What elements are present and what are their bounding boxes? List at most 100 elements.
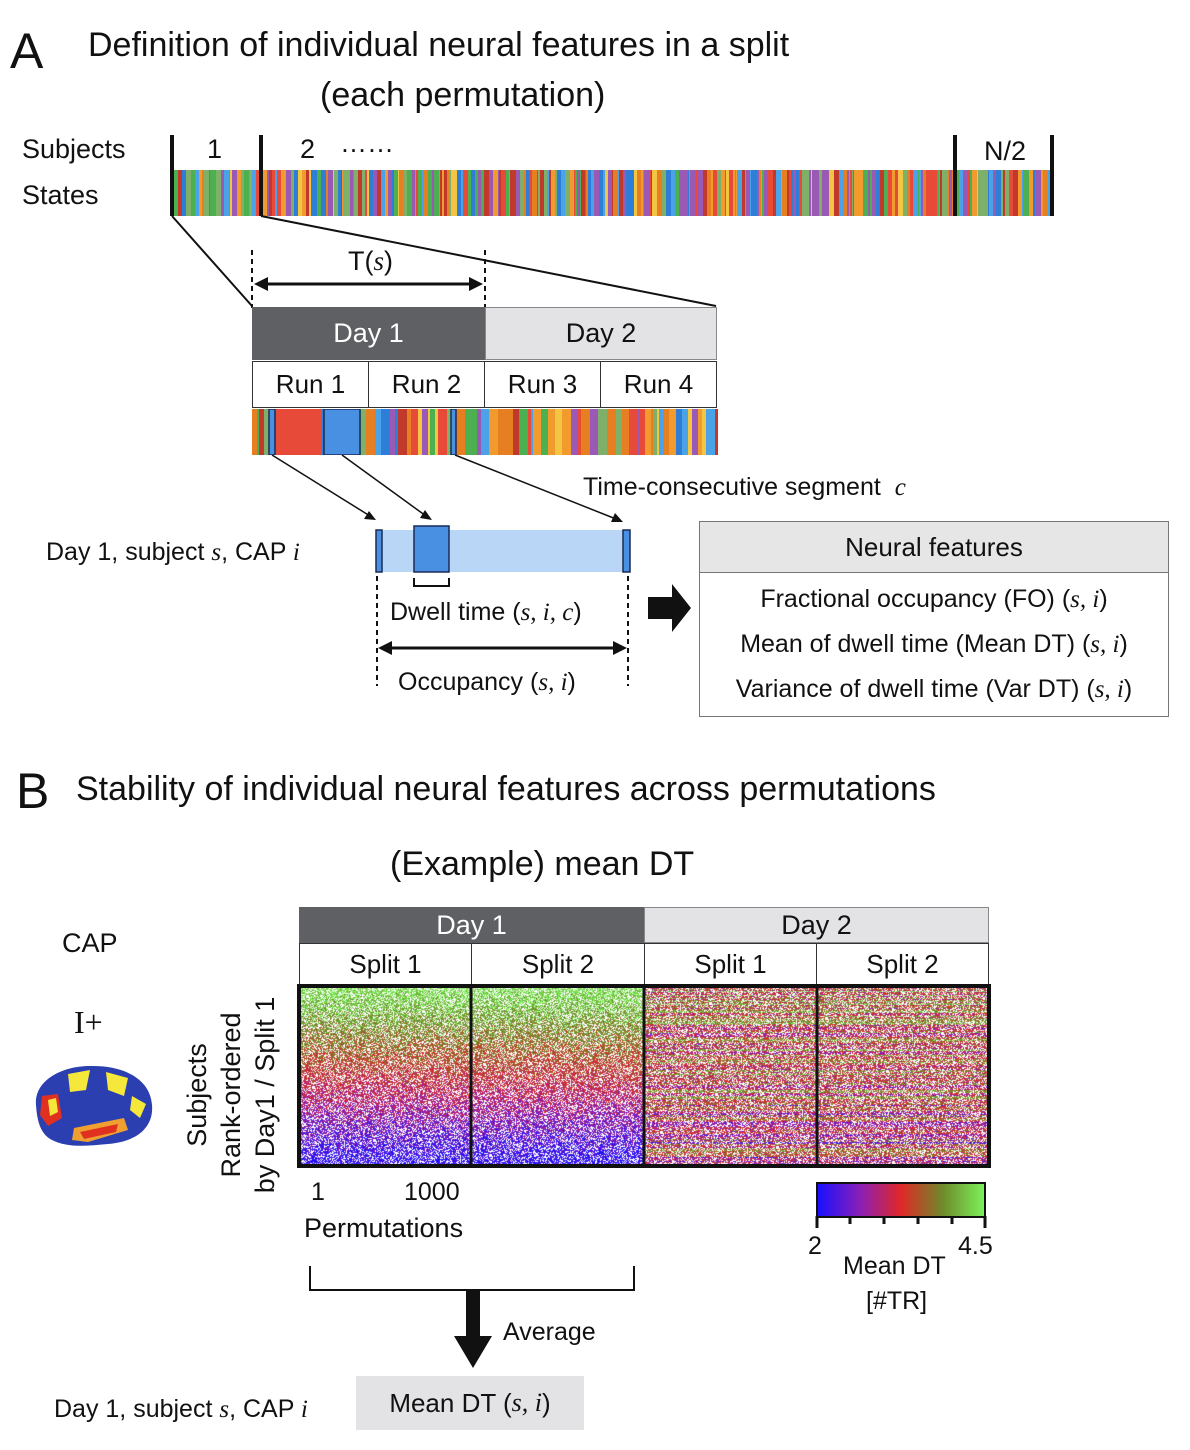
run-state-stripe [651, 409, 654, 455]
state-stripe [695, 170, 699, 216]
brain-icon [35, 1065, 153, 1146]
subject-last-label: N/2 [984, 136, 1027, 166]
state-stripe [649, 170, 652, 216]
state-stripe [577, 170, 581, 216]
state-stripe [662, 170, 667, 216]
state-stripe [252, 170, 257, 216]
state-stripe [1001, 170, 1004, 216]
state-stripe [311, 170, 317, 216]
state-stripe [381, 170, 386, 216]
state-stripe [761, 170, 763, 216]
run-state-stripe [645, 409, 652, 455]
state-stripe [613, 170, 618, 216]
state-stripe [277, 170, 282, 216]
run-state-stripe [640, 409, 646, 455]
t-label: T(s) [348, 246, 393, 276]
state-stripe [689, 170, 691, 216]
run-state-stripe [473, 409, 478, 455]
state-stripe [440, 170, 443, 216]
run-state-stripe [381, 409, 391, 455]
occ-arrow-head-left [378, 641, 392, 655]
state-stripe [221, 170, 225, 216]
state-stripe [972, 170, 978, 216]
run-state-stripe [398, 409, 408, 455]
state-stripe [195, 170, 200, 216]
state-stripe [854, 170, 859, 216]
state-stripe [547, 170, 550, 216]
segment-arrow-2 [341, 454, 427, 517]
state-stripe [729, 170, 734, 216]
state-stripe [742, 170, 746, 216]
run-state-stripe [676, 409, 683, 455]
state-stripe [603, 170, 606, 216]
state-stripe [338, 170, 342, 216]
state-stripe [759, 170, 762, 216]
state-stripe [481, 170, 485, 216]
run-state-stripe [555, 409, 563, 455]
state-stripe [910, 170, 914, 216]
state-stripe [929, 170, 935, 216]
state-stripe [839, 170, 845, 216]
panel-a-title: Definition of individual neural features… [88, 26, 790, 64]
state-stripe [789, 170, 792, 216]
state-stripe [216, 170, 222, 216]
feature-mean-dt: Mean of dwell time (Mean DT) (s, i) [740, 630, 1128, 658]
state-stripe [451, 170, 454, 216]
state-stripe [872, 170, 877, 216]
state-stripe [764, 170, 768, 216]
state-stripe [570, 170, 575, 216]
state-stripe [565, 170, 571, 216]
state-stripe [549, 170, 552, 216]
state-stripe [745, 170, 747, 216]
segment-arrow-2-head [420, 510, 432, 520]
state-stripe [599, 170, 604, 216]
state-stripe [404, 170, 408, 216]
state-stripe [926, 170, 930, 216]
zoom-line-right [260, 215, 717, 307]
state-stripe [643, 170, 645, 216]
state-stripe [707, 170, 712, 216]
segment-arrow-3 [454, 454, 617, 520]
run-state-stripe [548, 409, 556, 455]
state-stripe [557, 170, 562, 216]
run-state-stripe [657, 409, 660, 455]
state-stripe [1041, 170, 1044, 216]
x-tick-1000: 1000 [404, 1178, 460, 1206]
state-stripe [847, 170, 850, 216]
state-stripe [581, 170, 586, 216]
run-state-stripe [653, 409, 658, 455]
state-stripe [940, 170, 943, 216]
run-state-stripe [489, 409, 499, 455]
average-connector [309, 1266, 635, 1368]
state-stripe [623, 170, 627, 216]
state-stripe [750, 170, 752, 216]
state-stripe [399, 170, 405, 216]
state-stripe [942, 170, 946, 216]
state-stripe [726, 170, 730, 216]
state-stripe [544, 170, 548, 216]
state-stripe [350, 170, 354, 216]
colorbar-max: 4.5 [958, 1232, 993, 1260]
state-stripe [232, 170, 238, 216]
state-stripe [634, 170, 638, 216]
state-stripe [811, 170, 813, 216]
state-stripe [510, 170, 513, 216]
run-state-stripe [598, 409, 608, 455]
run-state-stripe [465, 409, 474, 455]
state-stripe [489, 170, 494, 216]
state-stripe [178, 170, 183, 216]
run-state-stripe [706, 409, 716, 455]
state-stripe [923, 170, 927, 216]
t-arrow-head-left [254, 277, 268, 291]
state-stripe [434, 170, 440, 216]
state-stripe [671, 170, 676, 216]
state-stripe [334, 170, 339, 216]
state-stripe [735, 170, 737, 216]
state-stripe [1048, 170, 1051, 216]
state-stripe [591, 170, 595, 216]
day-subject-label: Day 1, subject s, CAP i [46, 538, 300, 566]
state-stripe [762, 170, 765, 216]
states-label: States [22, 180, 99, 210]
state-stripe [385, 170, 389, 216]
state-stripe [641, 170, 644, 216]
